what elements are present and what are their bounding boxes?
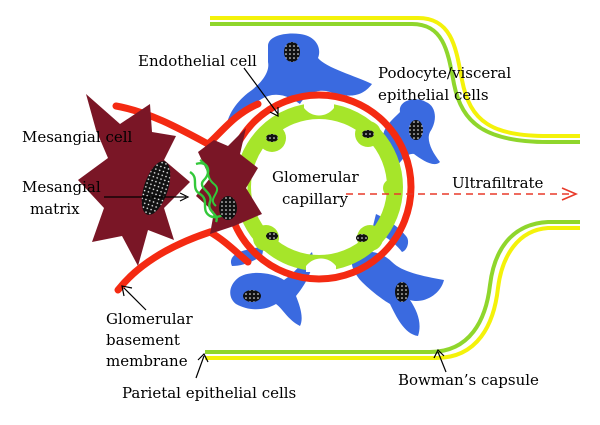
nuclei (141, 42, 423, 302)
nucleus-endothelial-nw (266, 134, 278, 142)
endothelial-bulge-se (357, 225, 383, 251)
ultrafiltrate-arrow (346, 187, 579, 201)
leader-parietal (195, 355, 205, 379)
nucleus-podocyte-bottom-right (395, 282, 409, 302)
capsule-bottom-green (205, 220, 580, 354)
leader-bowman-head (433, 348, 445, 359)
endothelium (234, 102, 403, 272)
label-mesangial-cell: Mesangial cell (22, 128, 133, 146)
label-mesangial-matrix-line2: matrix (30, 200, 80, 218)
nucleus-endothelial-ne (362, 130, 374, 138)
nucleus-podocyte-bottom-left (243, 290, 261, 302)
capsule-top-green (210, 22, 580, 144)
endothelial-fenestra-s (306, 258, 336, 272)
leader-parietal-head (197, 352, 209, 363)
podocyte-bottom-left (230, 252, 313, 326)
nucleus-mesangial-small (219, 196, 237, 220)
ultrafiltrate-arrow-head (561, 187, 579, 201)
label-glomerular-capillary-line2: capillary (282, 190, 348, 208)
label-gbm-line1: Glomerular (106, 310, 193, 328)
nucleus-podocyte-top (284, 42, 300, 62)
leader-endothelial-head (269, 107, 279, 117)
label-podocyte-line1: Podocyte/visceral (378, 64, 511, 82)
leader-mesangial-matrix-head (179, 192, 190, 202)
capsule-top-yellow (210, 16, 580, 138)
label-bowmans-capsule: Bowman’s capsule (398, 371, 539, 389)
leader-endothelial (243, 67, 279, 115)
label-glomerular-capillary-line1: Glomerular (272, 168, 359, 186)
mesangial-cells (78, 94, 262, 266)
leader-gbm-head (121, 285, 133, 297)
leader-gbm (123, 287, 147, 311)
nucleus-endothelial-se (356, 234, 368, 242)
leader-lines (104, 67, 447, 379)
nucleus-mesangial-large (141, 161, 171, 215)
mesangial-matrix (189, 159, 229, 223)
label-endothelial-cell: Endothelial cell (138, 52, 257, 70)
mesangial-cell-small (196, 128, 262, 234)
label-gbm-line2: basement (106, 331, 180, 349)
bowmans-capsule (205, 16, 580, 360)
label-podocyte-line2: epithelial cells (378, 86, 489, 104)
endothelial-fenestra-n (304, 102, 334, 116)
leader-bowman (437, 351, 447, 373)
mesangial-matrix-strand-c (199, 159, 219, 207)
nucleus-podocyte-right (409, 120, 423, 140)
mesangial-cell-large (78, 94, 190, 266)
label-gbm-line3: membrane (106, 352, 188, 370)
labels: Endothelial cell Podocyte/visceral epith… (22, 52, 544, 402)
mesangial-matrix-strand-b (189, 170, 229, 219)
nucleus-endothelial-sw (266, 232, 278, 240)
label-ultrafiltrate: Ultrafiltrate (452, 174, 544, 192)
gbm-lower-strand (114, 228, 252, 294)
label-parietal-epithelial: Parietal epithelial cells (122, 384, 296, 402)
endothelial-bulge-sw (253, 225, 279, 251)
podocyte-top (226, 33, 372, 128)
label-mesangial-matrix-line1: Mesangial (22, 178, 101, 196)
endothelial-bulge-e (383, 179, 401, 197)
capsule-bottom-yellow (205, 226, 580, 360)
